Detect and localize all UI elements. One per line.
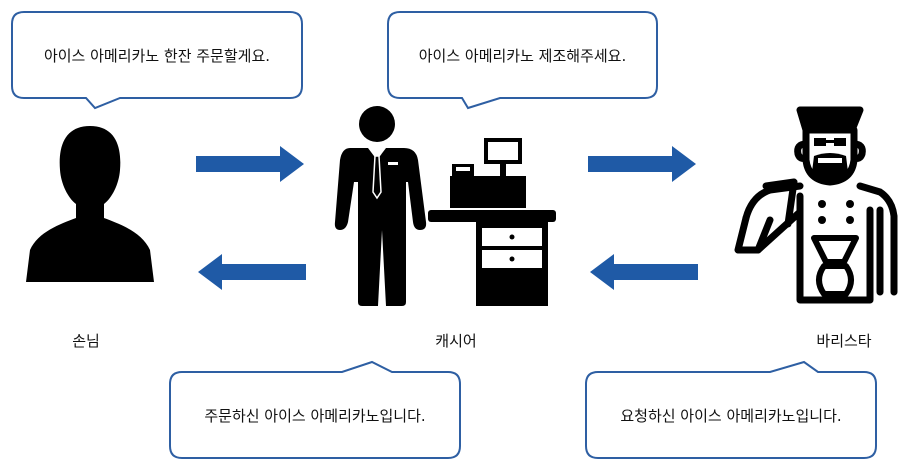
arrow-barista-to-cashier bbox=[590, 254, 698, 290]
arrow-cashier-to-barista bbox=[588, 146, 696, 182]
customer-order-text: 아이스 아메리카노 한잔 주문할게요. bbox=[43, 46, 271, 65]
person-silhouette-icon bbox=[26, 126, 154, 282]
label-barista: 바리스타 bbox=[816, 332, 872, 350]
cashier-reply-text: 주문하신 아이스 아메리카노입니다. bbox=[204, 406, 426, 425]
barista-icon bbox=[734, 106, 898, 304]
arrow-cashier-to-customer bbox=[198, 254, 306, 290]
barista-reply-text: 요청하신 아이스 아메리카노입니다. bbox=[620, 406, 842, 425]
label-cashier: 캐시어 bbox=[435, 332, 477, 350]
cashier-request-text: 아이스 아메리카노 제조해주세요. bbox=[418, 46, 627, 65]
label-customer: 손님 bbox=[72, 332, 100, 350]
cash-register-icon bbox=[428, 138, 556, 306]
arrow-customer-to-cashier bbox=[196, 146, 304, 182]
cashier-icon bbox=[334, 106, 427, 306]
